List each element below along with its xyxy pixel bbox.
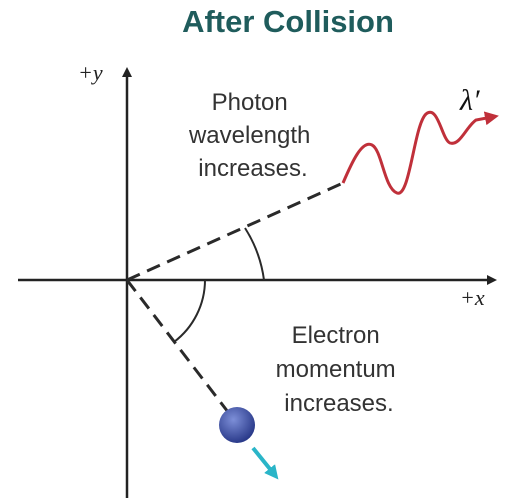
photon-path-dashed [126,181,344,282]
electron-label-line-1: Electron [292,322,380,349]
photon-angle-arc [244,227,265,281]
electron-label-line-2: momentum [276,356,396,383]
axes: +y +x [18,60,497,498]
photon-label-line-2: wavelength [188,122,310,149]
photon-label: Photon wavelength increases. [188,89,317,182]
recoil-electron: Electron momentum increases. [125,279,403,480]
diagram-title: After Collision [182,4,394,39]
photon-wave [341,110,499,195]
photon-label-line-1: Photon [212,89,288,116]
electron-particle [219,407,255,443]
electron-path-dashed [125,279,230,413]
photon-label-line-3: increases. [198,155,307,182]
electron-label-line-3: increases. [284,390,393,417]
electron-velocity-arrow [251,446,279,480]
scattered-photon: λ′ Photon wavelength increases. [126,84,499,282]
wavelength-symbol: λ′ [459,84,480,117]
x-axis-label: +x [460,285,485,310]
y-axis-label: +y [78,60,103,85]
electron-angle-arc [173,279,206,343]
electron-label: Electron momentum increases. [276,322,403,417]
